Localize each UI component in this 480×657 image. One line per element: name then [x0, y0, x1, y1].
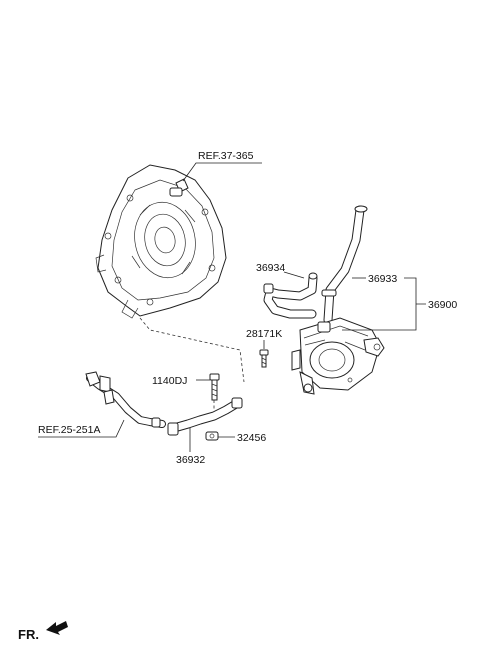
bolt-28171k	[259, 349, 269, 368]
ref-37-365-leader	[182, 162, 262, 182]
hose-36932	[167, 397, 243, 436]
pump-36900-bracket	[342, 277, 426, 331]
hose-36934-leader	[283, 271, 305, 279]
dashed-ref-line-housing	[139, 317, 245, 383]
bolt-1140dj-label: 1140DJ	[152, 375, 187, 387]
clamp-32456-label: 32456	[237, 432, 266, 444]
front-indicator-label: FR.	[18, 627, 39, 642]
fr-arrow-icon	[46, 621, 68, 635]
pump-36900-label: 36900	[428, 299, 457, 311]
hose-36933	[321, 205, 368, 325]
hose-36933-label: 36933	[368, 273, 397, 285]
bolt-1140dj	[209, 373, 220, 401]
ref-25-251a-label: REF.25-251A	[38, 424, 100, 436]
hose-36934-label: 36934	[256, 262, 285, 274]
hose-36932-label: 36932	[176, 454, 205, 466]
pipe-ref-25-251a	[85, 371, 166, 428]
ref-37-365-label: REF.37-365	[198, 150, 254, 162]
hose-36934	[263, 272, 318, 319]
bolt-28171k-label: 28171K	[246, 328, 282, 340]
clamp-32456	[205, 431, 219, 441]
water-pump-36900	[291, 317, 385, 395]
motor-housing	[95, 164, 227, 319]
ref-25-251a-leader	[38, 419, 125, 438]
